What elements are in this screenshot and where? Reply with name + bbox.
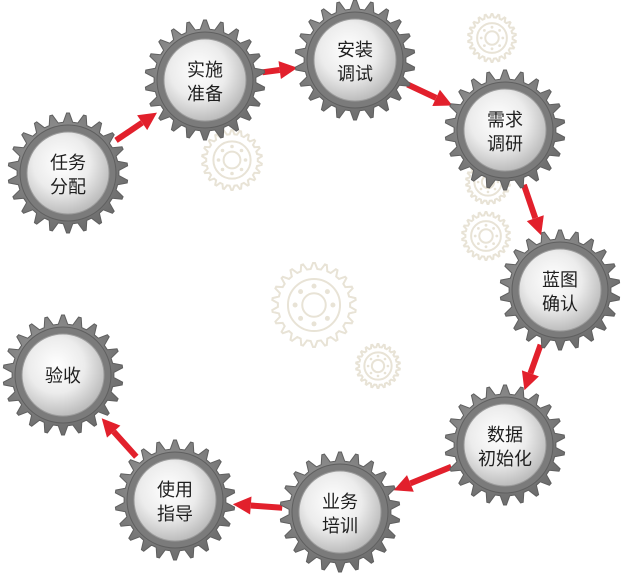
step-label-line1: 验收 [45,366,81,387]
flow-arrows [101,61,544,515]
step-label-line1: 使用 [157,480,193,501]
watermark-gear-icon [467,13,517,63]
gear-face [163,38,247,122]
step-label-line2: 培训 [322,516,358,537]
flow-arrow [393,464,453,492]
step-label-line2: 准备 [187,84,223,105]
step-label-line2: 指导 [157,504,193,525]
step-label-line2: 调试 [337,64,373,85]
gear-face [298,470,382,554]
gear-face [26,131,110,215]
step-label-line1: 实施 [187,60,223,81]
flow-arrow [262,61,298,79]
step-label-line1: 需求 [487,110,523,131]
step-label-line1: 蓝图 [542,270,578,291]
step-label-line1: 数据 [487,425,523,446]
flow-arrow [101,418,139,459]
flow-arrow [232,496,283,515]
gear-face [313,18,397,102]
flow-arrow [521,343,544,391]
gear-step-acceptance: 验收 [2,314,124,436]
step-label-line2: 分配 [50,177,86,198]
gear-face [463,403,547,487]
gear-face [133,458,217,542]
gear-face [463,88,547,172]
step-label-line1: 任务 [50,153,86,174]
flow-arrow [406,81,453,106]
watermark-gear-icon [461,211,511,261]
step-label-line1: 安装 [337,40,373,61]
step-label-line2: 调研 [487,134,523,155]
flow-arrow [521,183,544,236]
watermark-gear-icon [271,262,357,348]
gear-face [518,248,602,332]
gear-face [21,333,105,417]
step-label-line2: 确认 [542,294,578,315]
step-label-line2: 初始化 [478,449,532,470]
flow-arrow [114,112,157,143]
watermark-gear-icon [355,343,401,389]
watermark-gear-icon [201,129,263,191]
step-label-line1: 业务 [322,492,358,513]
background-gear-watermarks [201,13,517,389]
